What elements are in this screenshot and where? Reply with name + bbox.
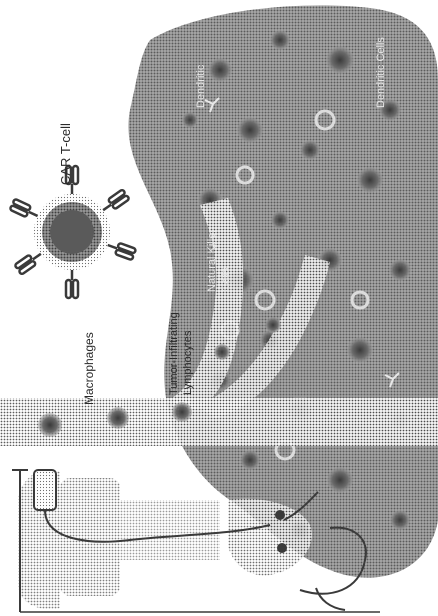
label-car-t-cell: CAR T-cell <box>58 123 73 185</box>
label-tumor-infiltrating-lymphocytes: Tumor-Infiltrating Lymphocytes <box>167 312 195 395</box>
tumor-mass-icon <box>128 5 438 577</box>
car-t-cell-icon <box>10 166 136 298</box>
label-dendritic: Dendritic <box>195 65 207 108</box>
label-natural-killer-cells: Natural Killer Cells <box>205 229 233 292</box>
label-macrophages: Macrophages <box>82 332 96 405</box>
label-dendritic-cells: Dendritic Cells <box>375 37 387 108</box>
